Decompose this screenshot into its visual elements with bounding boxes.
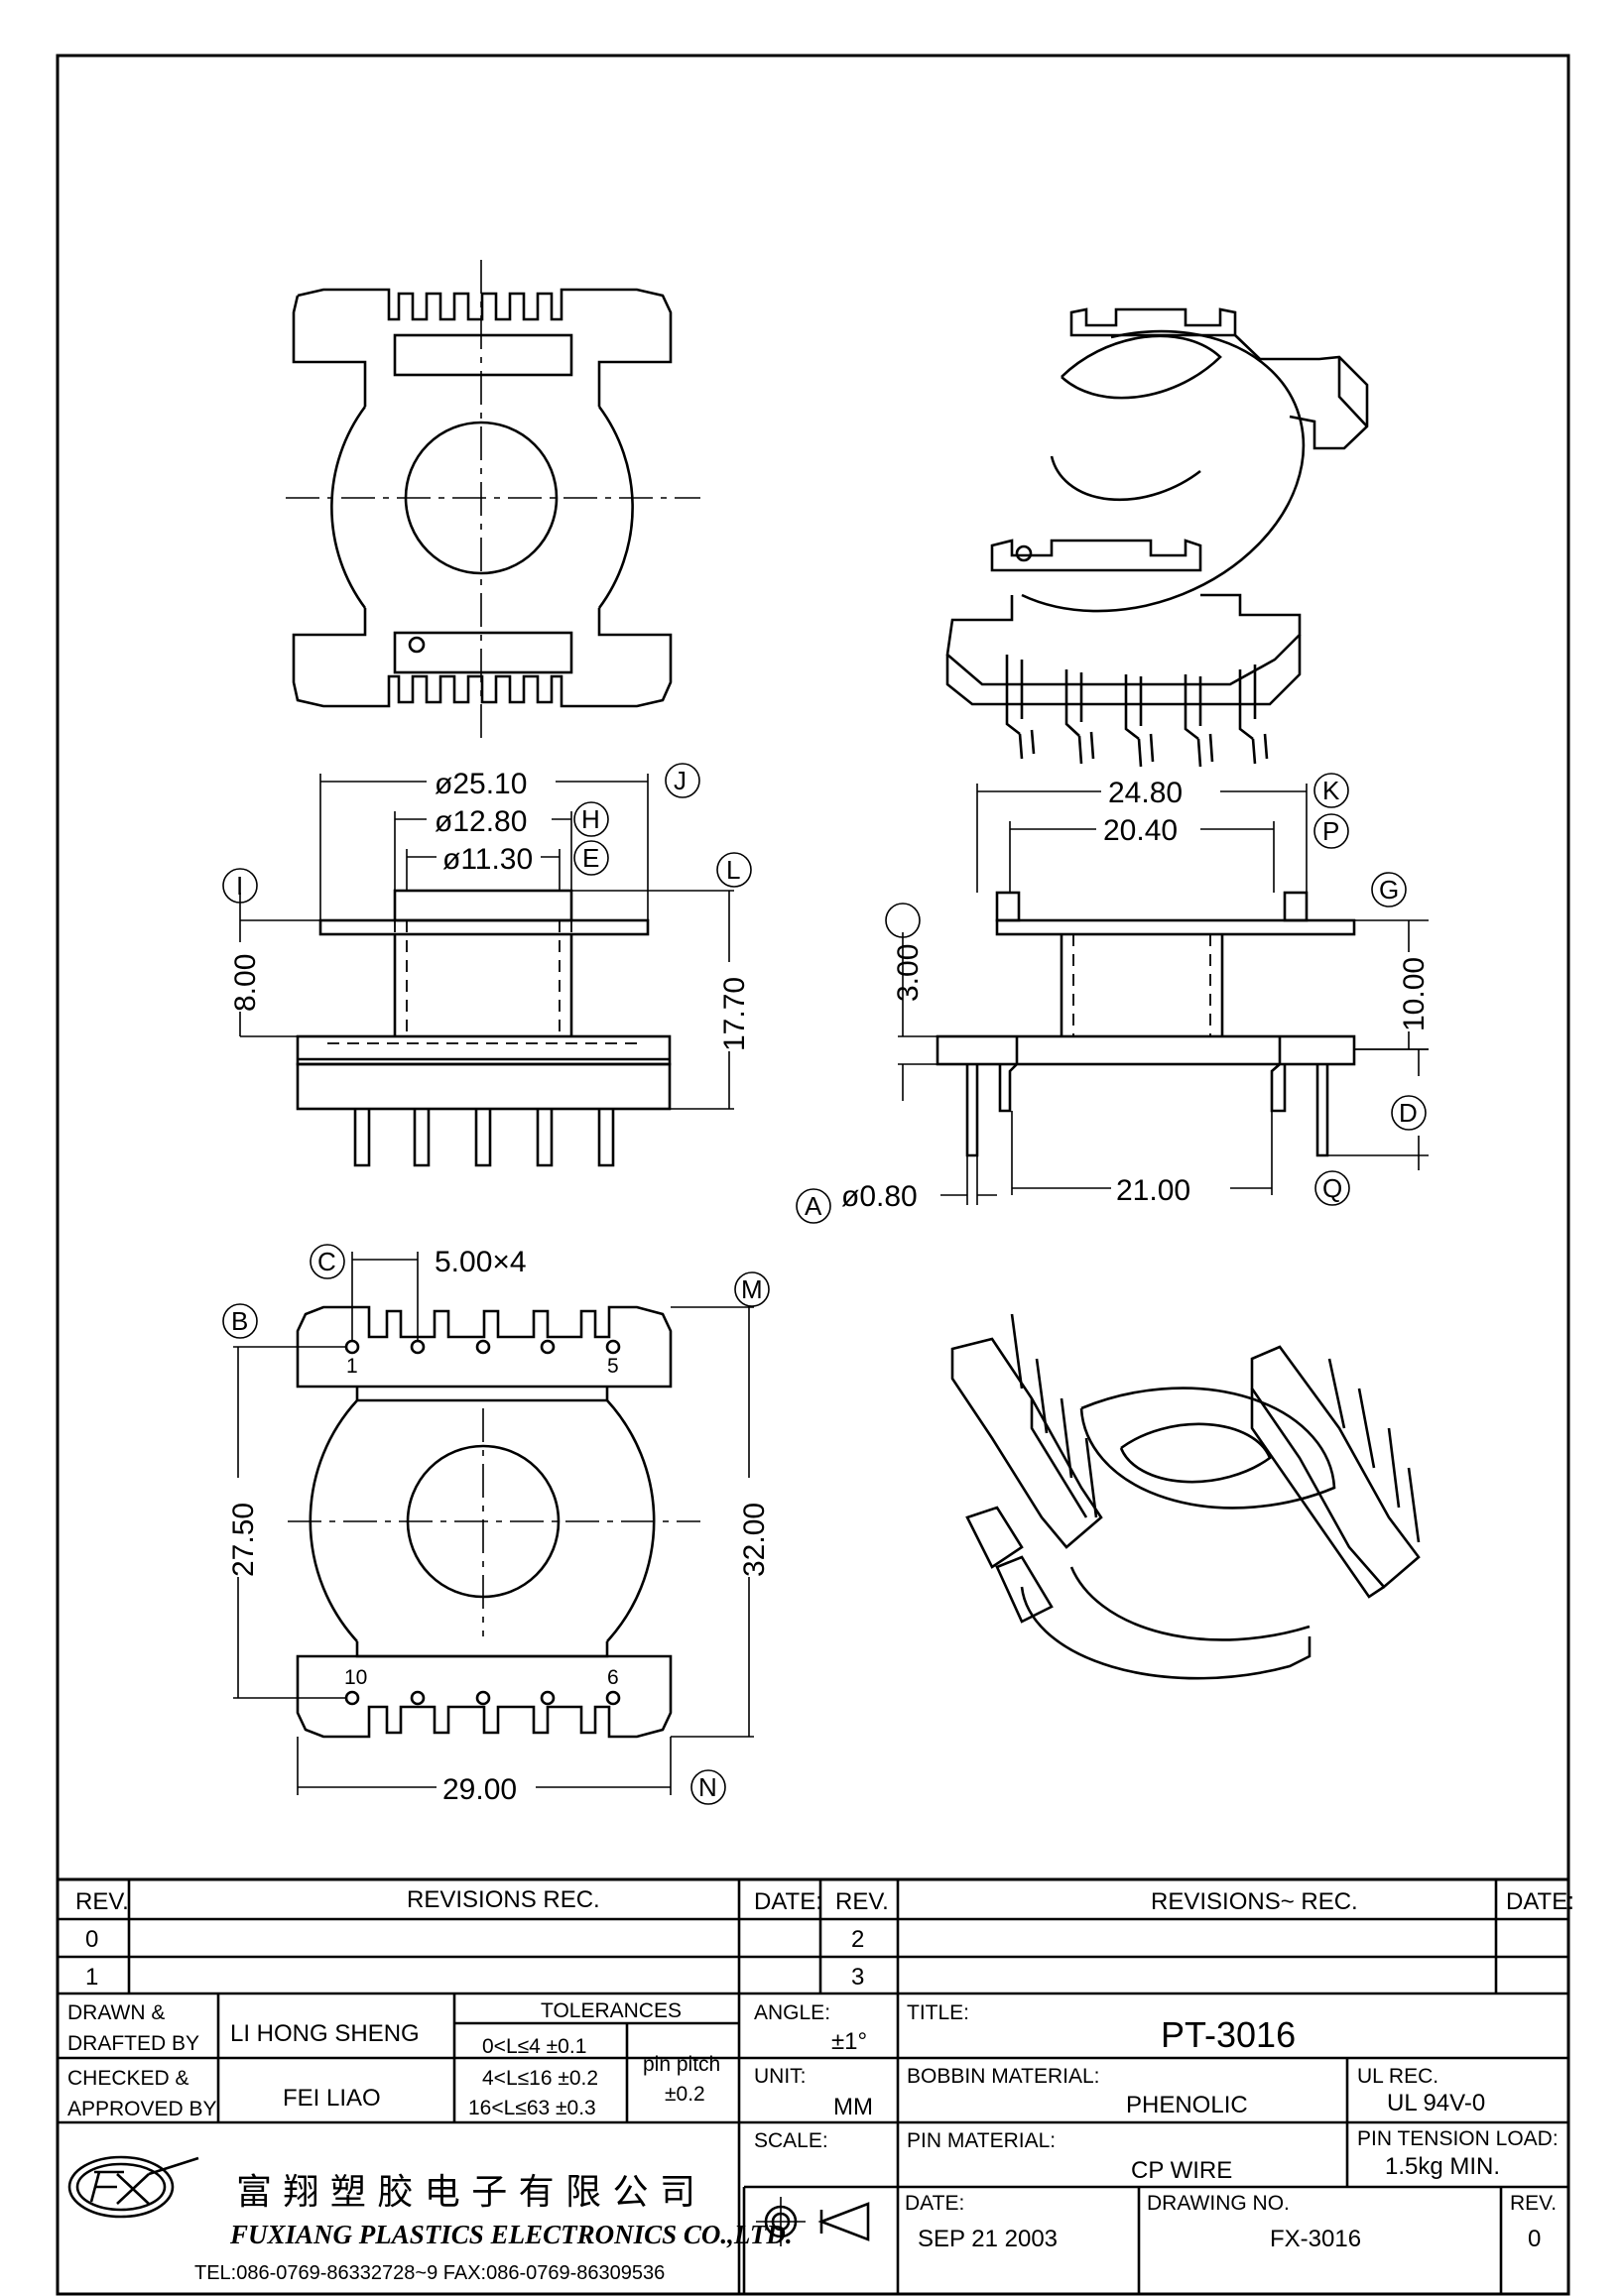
pin-material-label: PIN MATERIAL: [907, 2129, 1056, 2152]
revisions-header-2: REVISIONS~ REC. [1151, 1888, 1358, 1915]
rev-0: 0 [85, 1926, 98, 1953]
pin-tension-label: PIN TENSION LOAD: [1357, 2127, 1559, 2150]
pin-pitch-value: ±0.2 [665, 2083, 705, 2106]
unit-label: UNIT: [754, 2065, 807, 2088]
company-logo [67, 2155, 199, 2219]
dim-dia-1130: ø11.30 [442, 843, 533, 876]
pin-material-value: CP WIRE [1131, 2157, 1232, 2184]
side-view-right: 24.80 20.40 3.00 10.00 ø0.80 21.00 K P G… [796, 773, 1431, 1224]
company-contact: TEL:086-0769-86332728~9 FAX:086-0769-863… [194, 2262, 665, 2284]
side-view-left: ø25.10 ø12.80 ø11.30 8.00 17.70 J H E L … [222, 763, 752, 1167]
dim-pitch: 5.00×4 [435, 1246, 527, 1278]
ref-b: B [231, 1306, 248, 1336]
dim-pin-dia: ø0.80 [841, 1180, 918, 1213]
ref-g: G [1379, 875, 1399, 905]
date-label: DATE: [905, 2192, 964, 2215]
angle-value: ±1° [831, 2028, 867, 2055]
title-label: TITLE: [907, 2001, 969, 2024]
company-name-cn: 富 翔 塑 胶 电 子 有 限 公 司 [236, 2172, 695, 2213]
dim-w-2480: 24.80 [1108, 777, 1183, 809]
checked-label-2: APPROVED BY [67, 2098, 217, 2120]
pin-pitch-label: pin pitch [643, 2053, 720, 2076]
dim-h-2750: 27.50 [227, 1503, 260, 1577]
ref-k: K [1322, 776, 1340, 805]
dim-w-2100: 21.00 [1116, 1174, 1190, 1207]
drawing-no-value: FX-3016 [1270, 2226, 1361, 2252]
rev-label: REV. [1510, 2192, 1557, 2215]
title-block: REV. REVISIONS REC. DATE: REV. REVISIONS… [56, 1877, 1574, 2296]
ref-j: J [674, 766, 687, 795]
date-value: SEP 21 2003 [918, 2226, 1058, 2252]
rev-3: 3 [851, 1964, 864, 1991]
rev-2: 2 [851, 1926, 864, 1953]
bottom-view: 1 5 10 6 5.00×4 27.50 32.00 29.00 C B M … [222, 1244, 771, 1806]
dim-h-3200: 32.00 [738, 1503, 771, 1577]
ref-blank [885, 903, 921, 938]
ref-e: E [582, 843, 599, 873]
ref-d: D [1399, 1098, 1418, 1128]
ref-a: A [805, 1191, 822, 1221]
ref-l: L [726, 855, 740, 885]
bobbin-material-label: BOBBIN MATERIAL: [907, 2065, 1100, 2088]
rev-header-2: REV. [835, 1888, 889, 1915]
projection-symbol [756, 2197, 870, 2246]
tolerance-1: 0<L≤4 ±0.1 [482, 2035, 586, 2058]
date-header: DATE: [754, 1888, 822, 1915]
isometric-view-bottom [950, 1313, 1421, 1680]
drawn-label-1: DRAWN & [67, 2001, 165, 2024]
ref-n: N [698, 1772, 717, 1802]
rev-1: 1 [85, 1964, 98, 1991]
drawing-no-label: DRAWING NO. [1147, 2192, 1290, 2215]
pin-label-6: 6 [607, 1666, 619, 1689]
rev-value: 0 [1528, 2226, 1541, 2252]
drawn-label-2: DRAFTED BY [67, 2032, 199, 2055]
ul-value: UL 94V-0 [1387, 2090, 1485, 2116]
ref-i: I [236, 871, 243, 901]
tolerance-2: 4<L≤16 ±0.2 [482, 2067, 598, 2090]
bobbin-material-value: PHENOLIC [1126, 2092, 1248, 2118]
dim-w-2040: 20.40 [1103, 814, 1178, 847]
front-view [286, 260, 700, 739]
ref-p: P [1322, 816, 1339, 846]
drawn-name: LI HONG SHENG [230, 2020, 420, 2047]
dim-dia-2510: ø25.10 [435, 768, 527, 800]
pin-label-5: 5 [607, 1355, 619, 1378]
scale-label: SCALE: [754, 2129, 828, 2152]
ref-m: M [741, 1274, 763, 1304]
dim-h-800: 8.00 [229, 954, 262, 1012]
ref-h: H [581, 804, 600, 834]
dim-h-300: 3.00 [892, 944, 925, 1002]
tolerances-header: TOLERANCES [541, 1999, 682, 2022]
dim-h-1770: 17.70 [718, 977, 751, 1051]
pin-label-1: 1 [346, 1355, 358, 1378]
dim-dia-1280: ø12.80 [435, 805, 527, 838]
tolerance-3: 16<L≤63 ±0.3 [468, 2097, 596, 2119]
isometric-view-top [945, 307, 1369, 768]
ref-q: Q [1322, 1173, 1342, 1203]
date-header-2: DATE: [1506, 1888, 1574, 1915]
title-value: PT-3016 [1161, 2014, 1296, 2055]
unit-value: MM [833, 2094, 873, 2120]
dim-h-1000: 10.00 [1398, 957, 1431, 1031]
company-name-en: FUXIANG PLASTICS ELECTRONICS CO.,LTD. [229, 2220, 793, 2249]
rev-header: REV. [75, 1888, 129, 1915]
checked-label-1: CHECKED & [67, 2067, 189, 2090]
pin-label-10: 10 [344, 1666, 367, 1689]
ul-label: UL REC. [1357, 2065, 1438, 2088]
dim-w-2900: 29.00 [442, 1773, 517, 1806]
revisions-header: REVISIONS REC. [407, 1886, 600, 1913]
pin-tension-value: 1.5kg MIN. [1385, 2153, 1500, 2180]
angle-label: ANGLE: [754, 2001, 830, 2024]
ref-c: C [317, 1247, 336, 1276]
checked-name: FEI LIAO [283, 2085, 381, 2112]
